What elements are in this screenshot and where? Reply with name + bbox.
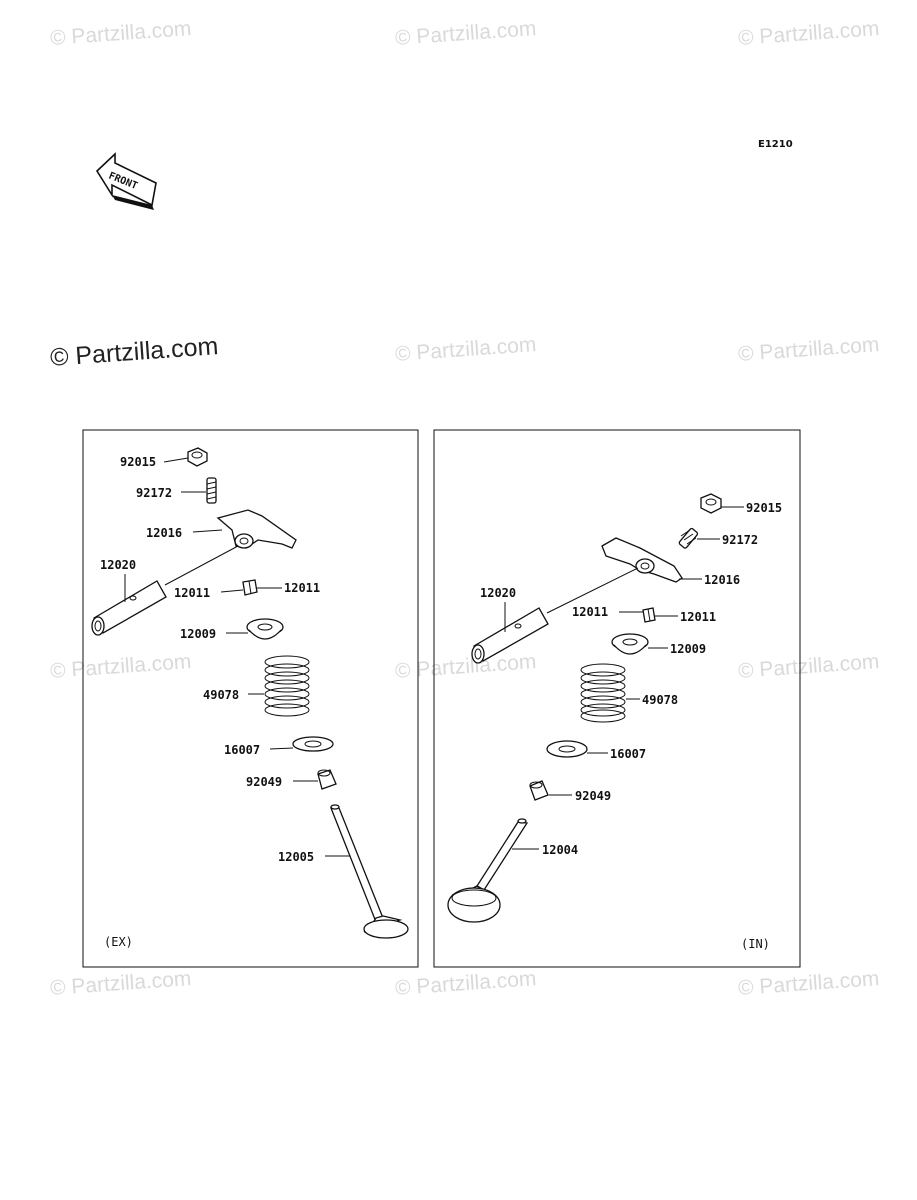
ex-label-collet-right: 12011 — [284, 581, 320, 595]
ex-label-seat: 16007 — [224, 743, 260, 757]
valve-spring-part — [264, 655, 310, 717]
ex-label-valve: 12005 — [278, 850, 314, 864]
spring-seat-part — [546, 740, 588, 758]
intake-panel-tag: (IN) — [741, 937, 770, 951]
in-label-rocker-shaft: 12020 — [480, 586, 516, 600]
front-direction-arrow-icon: FRONT — [95, 152, 157, 210]
diagram-code: E1210 — [758, 139, 793, 150]
in-label-valve: 12004 — [542, 843, 578, 857]
in-label-seat: 16007 — [610, 747, 646, 761]
adjusting-screw-part — [678, 527, 699, 549]
adjusting-screw-part — [206, 477, 217, 504]
ex-label-adjust-screw: 92172 — [136, 486, 172, 500]
in-label-nut: 92015 — [746, 501, 782, 515]
valve-spring-part — [580, 663, 626, 723]
valve-seal-part — [317, 769, 337, 790]
rocker-arm-part — [601, 537, 683, 583]
rocker-shaft-part — [91, 580, 167, 636]
intake-valve-part — [447, 818, 529, 923]
ex-label-rocker-arm: 12016 — [146, 526, 182, 540]
in-label-seal: 92049 — [575, 789, 611, 803]
in-label-rocker-arm: 12016 — [704, 573, 740, 587]
in-label-adjust-screw: 92172 — [722, 533, 758, 547]
spring-retainer-part — [611, 633, 649, 655]
exhaust-panel-tag: (EX) — [104, 935, 133, 949]
collet-part — [642, 607, 656, 623]
valve-seal-part — [529, 780, 549, 801]
in-label-collet-left: 12011 — [572, 605, 608, 619]
in-label-collet-right: 12011 — [680, 610, 716, 624]
ex-label-rocker-shaft: 12020 — [100, 558, 136, 572]
rocker-arm-part — [216, 509, 297, 549]
in-label-retainer: 12009 — [670, 642, 706, 656]
ex-label-nut: 92015 — [120, 455, 156, 469]
ex-label-retainer: 12009 — [180, 627, 216, 641]
ex-label-spring: 49078 — [203, 688, 239, 702]
collet-part — [242, 579, 258, 596]
nut-part — [700, 493, 722, 514]
rocker-shaft-part — [471, 607, 549, 664]
ex-label-seal: 92049 — [246, 775, 282, 789]
spring-retainer-part — [246, 618, 284, 640]
ex-label-collet-left: 12011 — [174, 586, 210, 600]
nut-part — [187, 447, 208, 467]
exhaust-panel-frame — [82, 429, 419, 968]
exhaust-valve-part — [330, 804, 409, 939]
intake-panel-frame — [433, 429, 801, 968]
spring-seat-part — [292, 736, 334, 752]
in-label-spring: 49078 — [642, 693, 678, 707]
